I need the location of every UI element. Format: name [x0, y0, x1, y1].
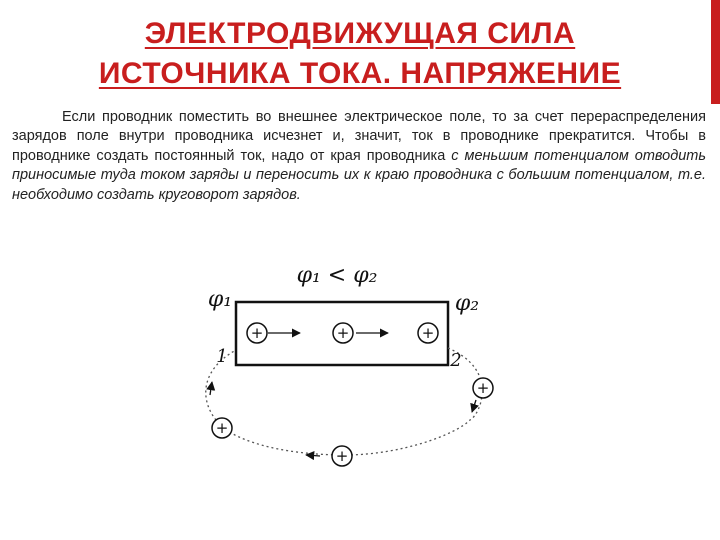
point-1-label: 1 [216, 346, 227, 367]
path-arrow-right [470, 399, 479, 413]
phi1-label: φ₁ [208, 287, 232, 312]
path-arrow-left [206, 381, 216, 396]
path-arrow-bottom [305, 451, 321, 461]
charge-path-right: + [472, 377, 494, 399]
charge-path-bottom: + [331, 445, 353, 467]
title-line-2: ИСТОЧНИКА ТОКА. НАПРЯЖЕНИЕ [98, 57, 622, 90]
point-2-label: 2 [449, 350, 461, 371]
conductor-rectangle [234, 300, 450, 367]
charge-inside-3: + [417, 322, 439, 344]
svg-text:+: + [251, 324, 264, 342]
phi2-label: φ₂ [455, 291, 479, 316]
charge-inside-2: + [332, 322, 354, 344]
body-paragraph: Если проводник поместить во внешнее элек… [12, 108, 706, 205]
paragraph-normal-text: Если проводник поместить во внешнее элек… [12, 109, 706, 164]
svg-text:+: + [422, 324, 435, 342]
svg-text:+: + [337, 324, 350, 342]
accent-bar [711, 0, 720, 104]
slide-title: ЭЛЕКТРОДВИЖУЩАЯ СИЛА ИСТОЧНИКА ТОКА. НАП… [40, 14, 680, 94]
svg-text:+: + [336, 447, 349, 465]
title-line-1: ЭЛЕКТРОДВИЖУЩАЯ СИЛА [144, 17, 576, 50]
charge-inside-1: + [246, 322, 268, 344]
svg-text:+: + [216, 419, 229, 437]
charge-path-left: + [211, 417, 233, 439]
svg-text:+: + [477, 379, 490, 397]
potential-relation-label: φ₁ < φ₂ [297, 263, 378, 288]
return-path [205, 347, 483, 456]
paragraph-italic-text: с меньшим потенциалом отводить приносимы… [12, 147, 707, 203]
